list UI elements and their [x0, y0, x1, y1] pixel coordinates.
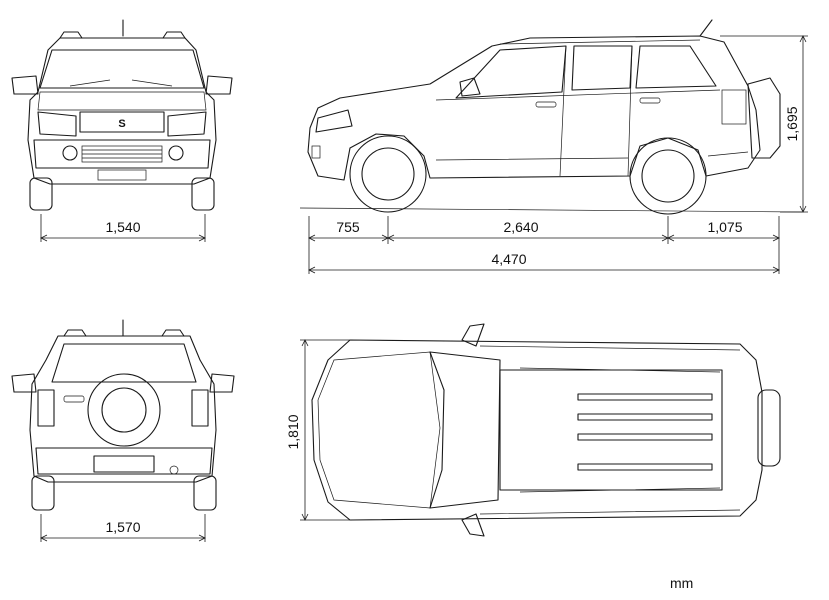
overall-length-label: 4,470 — [491, 251, 526, 267]
rear-view: 1,570 — [11, 319, 235, 542]
wheelbase-label: 2,640 — [503, 219, 538, 235]
front-view: S 1,540 — [11, 19, 233, 242]
svg-text:S: S — [118, 118, 125, 130]
side-view: 1,695 755 2,640 1,075 4,470 — [299, 19, 808, 274]
rear-overhang-label: 1,075 — [707, 219, 742, 235]
unit-label: mm — [670, 575, 693, 591]
top-view: 1,810 — [285, 323, 781, 537]
front-overhang-label: 755 — [336, 219, 360, 235]
overall-width-label: 1,810 — [285, 414, 301, 449]
overall-height-label: 1,695 — [784, 106, 800, 141]
front-track-label: 1,540 — [105, 219, 140, 235]
rear-track-label: 1,570 — [105, 519, 140, 535]
